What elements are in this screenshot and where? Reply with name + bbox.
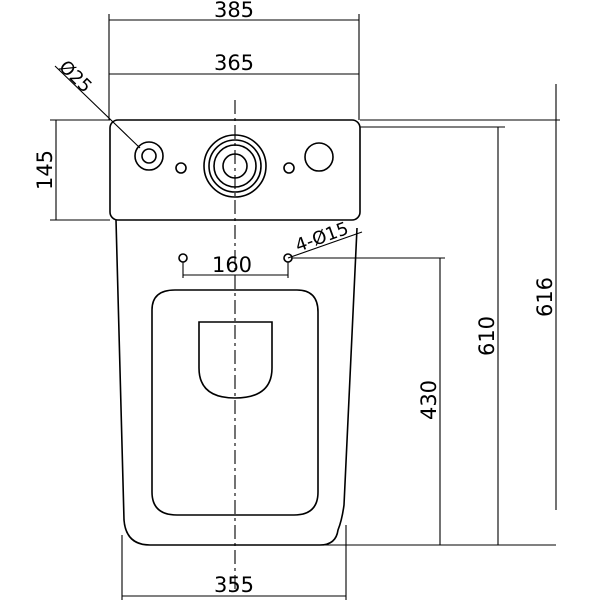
dim-label-bolt-holes: 4-Ø15 <box>293 218 352 257</box>
flush-valve-ring-2 <box>208 139 262 193</box>
inlet-hole-outer <box>134 141 164 171</box>
dim-label-385: 385 <box>214 0 254 22</box>
bowl-opening <box>198 321 273 399</box>
dim-label-160: 160 <box>212 253 252 277</box>
dim-label-145: 145 <box>33 150 57 190</box>
dim-616: 616 <box>360 84 560 510</box>
dim-610: 610 <box>360 126 505 545</box>
dim-365: 365 <box>109 51 359 75</box>
dim-label-616: 616 <box>533 277 557 317</box>
body-outline <box>115 219 358 546</box>
small-hole-left <box>175 162 187 174</box>
dim-430: 430 <box>292 257 445 545</box>
dim-355: 355 <box>121 525 347 600</box>
dim-inlet: Ø25 <box>55 56 141 149</box>
dim-label-355: 355 <box>214 573 254 597</box>
small-hole-right <box>283 162 295 174</box>
dim-385: 385 <box>108 0 360 120</box>
inlet-hole-inner <box>141 148 157 164</box>
dim-label-365: 365 <box>214 51 254 75</box>
dim-label-inlet: Ø25 <box>55 56 96 97</box>
dim-bolt-holes: 4-Ø15 <box>287 218 363 259</box>
seat-outline <box>151 289 319 516</box>
bolt-hole-left <box>178 253 188 263</box>
dim-160: 160 <box>182 253 289 278</box>
dim-145: 145 <box>33 119 110 221</box>
overflow-hole <box>304 142 334 172</box>
dim-label-430: 430 <box>417 380 441 420</box>
dim-label-610: 610 <box>475 316 499 356</box>
